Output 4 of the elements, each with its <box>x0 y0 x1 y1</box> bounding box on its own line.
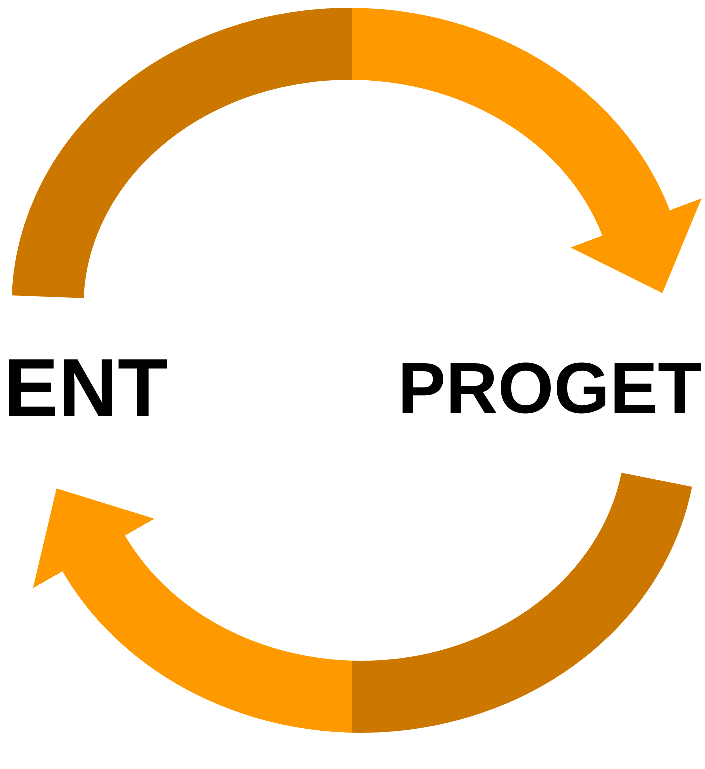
curved-arrow <box>12 8 700 302</box>
curved-arrow <box>36 470 692 733</box>
node-label: ENT <box>4 348 169 430</box>
node-label: PROGET <box>398 352 704 424</box>
